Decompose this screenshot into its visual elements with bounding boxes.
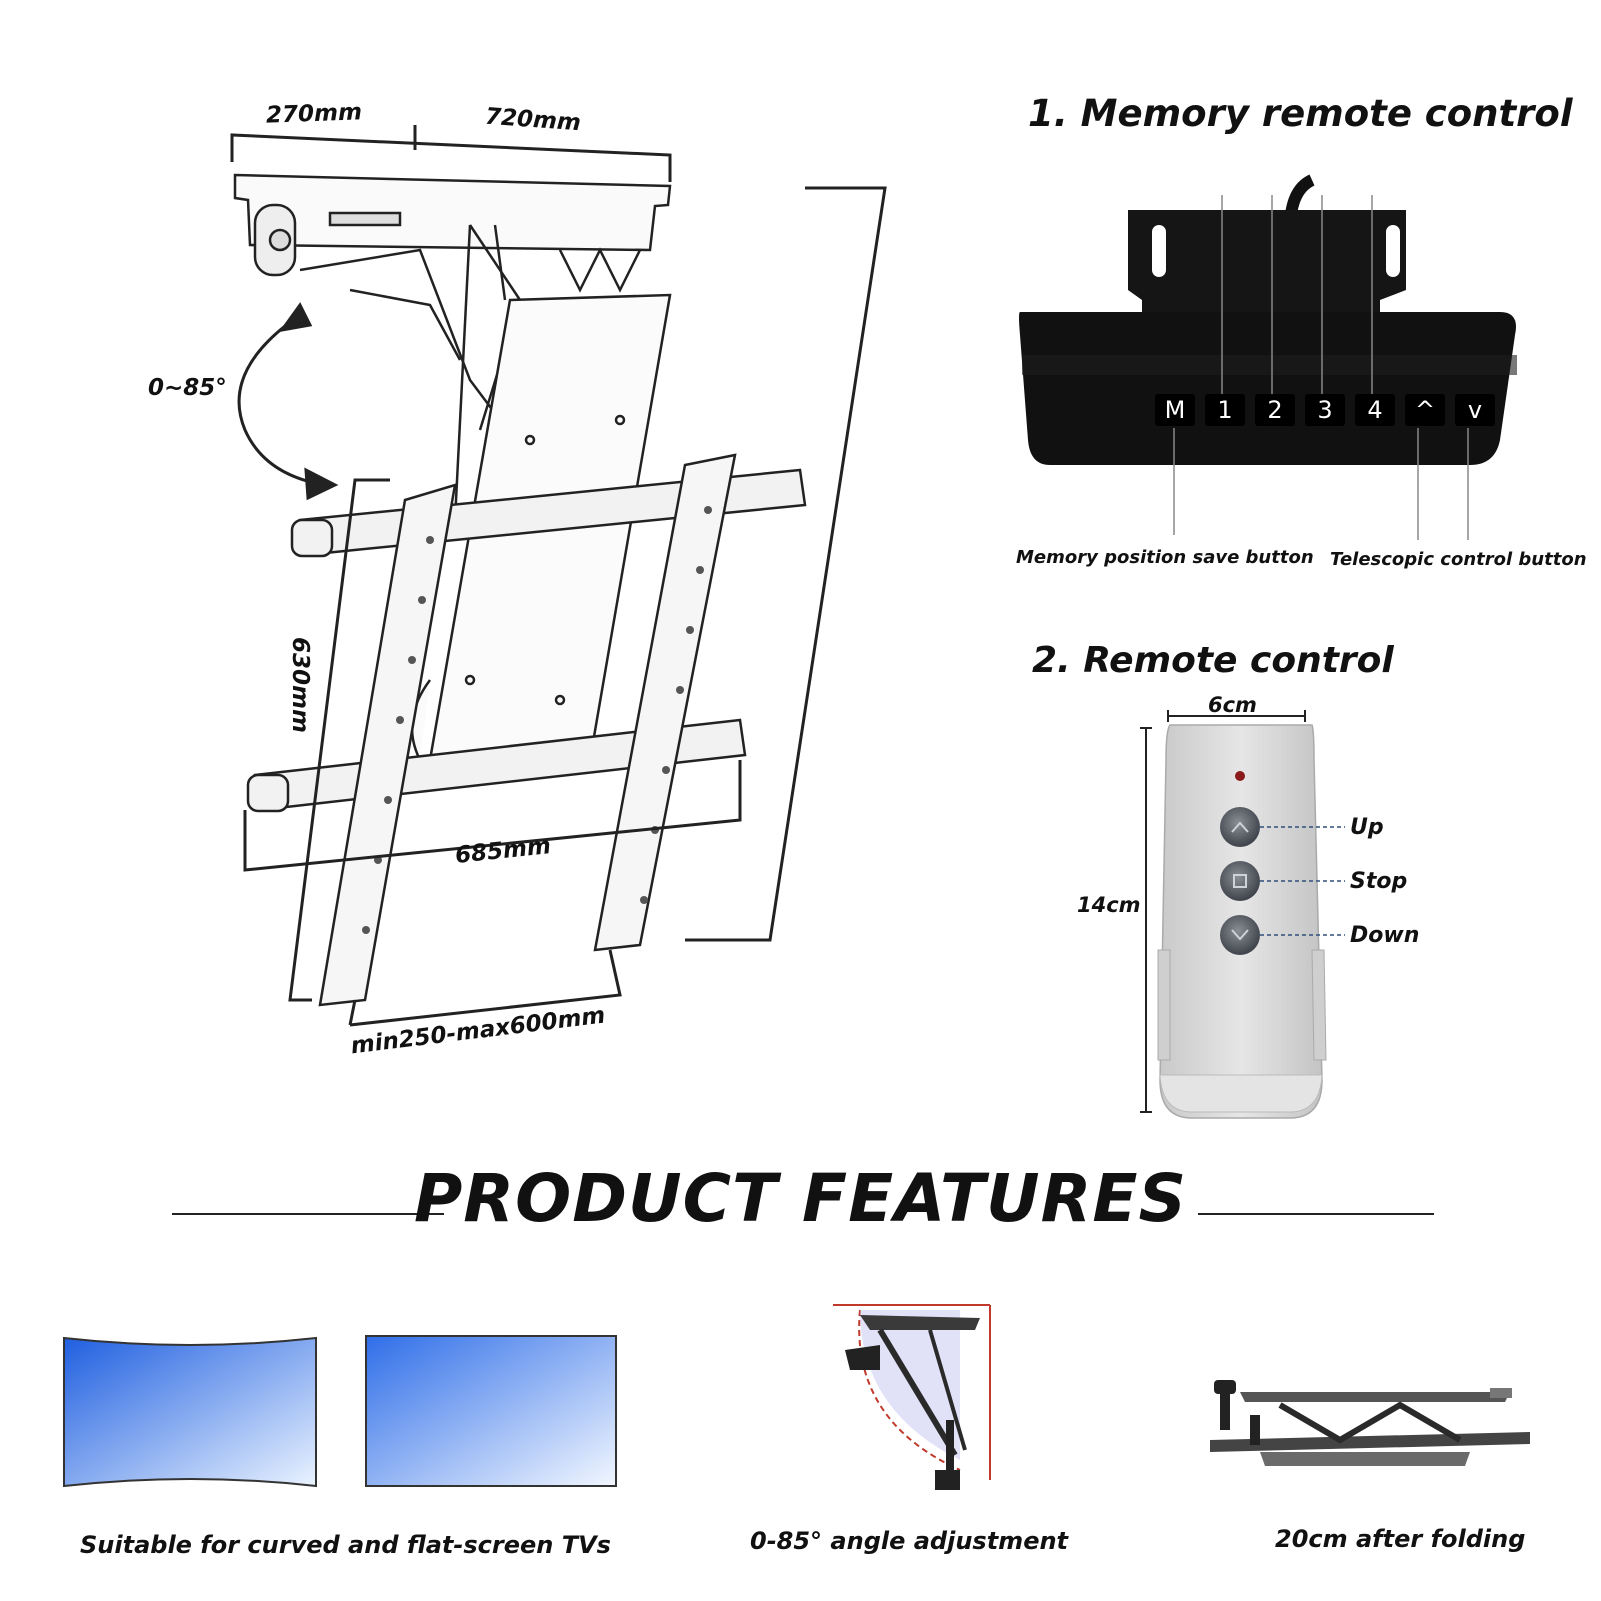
remote-dimensions [1140,710,1306,1113]
dimension-total-height [685,186,887,942]
remote-callouts [1260,826,1345,936]
features-title: PRODUCT FEATURES [413,1160,1188,1237]
dimension-top [230,125,672,182]
angle-label: 0~85° [148,375,227,401]
dim-top-left: 270mm [265,99,363,129]
curved-screen [63,1336,317,1488]
ceiling-box [233,173,672,277]
memory-remote-callouts [1173,195,1469,540]
remote-buttons [1220,807,1260,955]
remote-width-label: 6cm [1208,693,1257,717]
vertical-rails [318,453,737,1007]
key-1[interactable]: 1 [1205,394,1245,426]
telescopic-label: Telescopic control button [1330,549,1587,570]
remote-up-label: Up [1350,815,1384,840]
remote-down-button[interactable] [1220,915,1260,955]
key-2[interactable]: 2 [1255,394,1295,426]
remote-stop-label: Stop [1350,869,1408,894]
memory-remote-title: 1. Memory remote control [1028,92,1573,135]
remote-stop-button[interactable] [1220,861,1260,901]
angle-arrow-icon [237,302,339,501]
flat-screen [365,1335,617,1487]
key-m[interactable]: M [1155,394,1195,426]
dimension-plate [243,478,742,1027]
remote-up-button[interactable] [1220,807,1260,847]
features-rule-right [1198,1213,1434,1215]
features-rule-left [172,1213,444,1215]
feature-caption-screens: Suitable for curved and flat-screen TVs [80,1531,611,1559]
remote-down-label: Down [1350,923,1420,948]
key-down[interactable]: v [1455,394,1495,426]
key-4[interactable]: 4 [1355,394,1395,426]
memory-remote-device [1019,174,1517,465]
key-up[interactable]: ^ [1405,394,1445,426]
remote-title: 2. Remote control [1032,640,1394,681]
feature-caption-angle: 0-85° angle adjustment [750,1527,1069,1555]
scissor-arms [299,224,642,521]
memory-remote-keys: M 1 2 3 4 ^ v [1155,394,1500,430]
feature-caption-folding: 20cm after folding [1275,1525,1526,1553]
dim-plate-height: 630mm [287,637,313,733]
angle-adjustment-image [833,1304,991,1490]
key-3[interactable]: 3 [1305,394,1345,426]
folded-mount-image [1210,1380,1530,1466]
memory-save-label: Memory position save button [1016,547,1314,568]
remote-height-label: 14cm [1077,893,1141,917]
